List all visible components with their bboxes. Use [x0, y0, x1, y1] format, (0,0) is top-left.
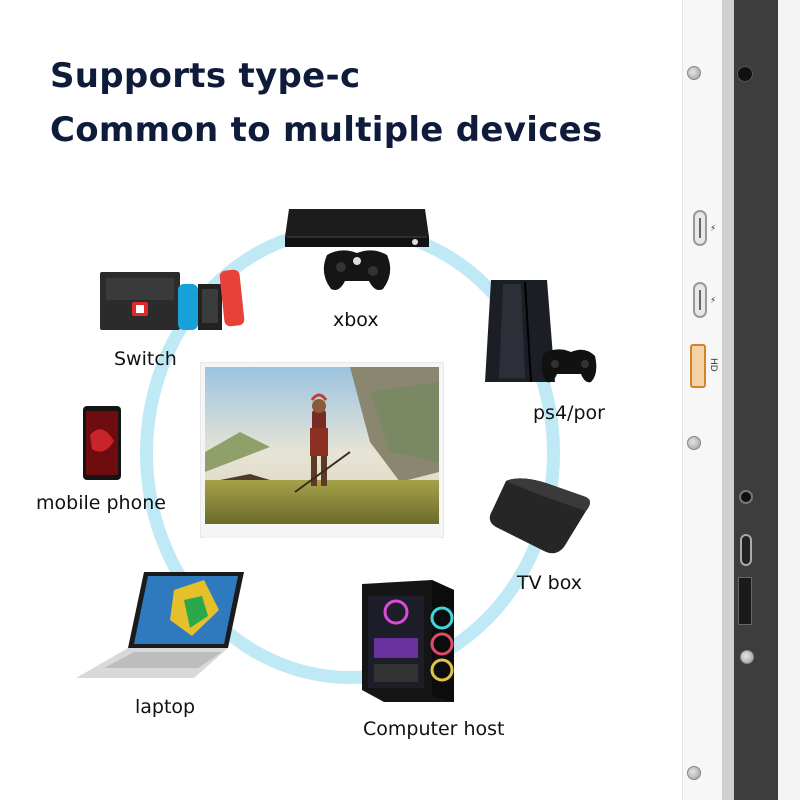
- usb-c-port-icon: [693, 210, 707, 246]
- screw-icon: [740, 650, 754, 664]
- label-computer-host: Computer host: [363, 718, 505, 740]
- mobile-phone-image: [82, 405, 122, 481]
- switch-console-image: [98, 264, 248, 334]
- label-tv-box: TV box: [517, 572, 582, 594]
- label-ps4: ps4/por: [533, 402, 605, 424]
- lightning-icon: ⚡: [710, 296, 717, 306]
- screw-icon: [687, 766, 701, 780]
- label-laptop: laptop: [135, 696, 196, 718]
- audio-jack-icon: [739, 490, 753, 504]
- hdmi-port-icon: [690, 344, 706, 388]
- label-switch: Switch: [114, 348, 177, 370]
- power-button-icon[interactable]: [737, 66, 753, 82]
- label-mobile-phone: mobile phone: [36, 492, 166, 514]
- scroll-wheel-icon[interactable]: [738, 577, 752, 625]
- monitor-back-panel: [734, 0, 778, 800]
- xbox-console-image: [283, 207, 431, 297]
- tv-box-image: [486, 477, 594, 557]
- usb-c-port-icon: [693, 282, 707, 318]
- laptop-image: [74, 570, 249, 680]
- headline-line-2: Common to multiple devices: [50, 110, 603, 150]
- monitor-back-edge: [778, 0, 800, 800]
- computer-host-image: [358, 578, 456, 704]
- label-xbox: xbox: [333, 309, 379, 331]
- screw-icon: [687, 436, 701, 450]
- ps4-console-image: [485, 278, 600, 388]
- monitor-side-edge: [722, 0, 734, 800]
- portable-monitor-image: [200, 362, 444, 538]
- screw-icon: [687, 66, 701, 80]
- hdmi-label: HD: [708, 358, 718, 372]
- headline-line-1: Supports type-c: [50, 56, 361, 96]
- usb-c-port-icon: [740, 534, 752, 566]
- lightning-icon: ⚡: [710, 224, 717, 234]
- monitor-side-panel: [682, 0, 724, 800]
